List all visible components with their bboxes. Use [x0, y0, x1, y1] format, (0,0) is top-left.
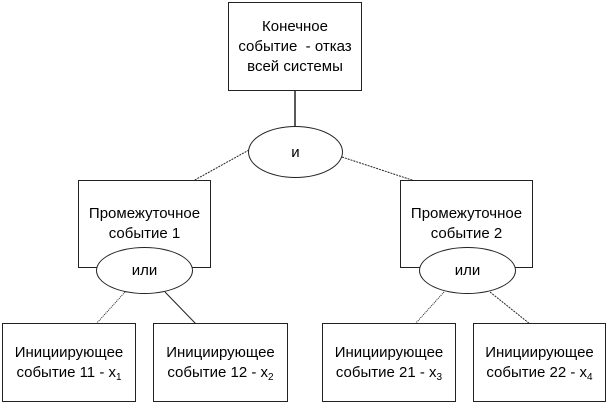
init-12-subscript: 2: [268, 371, 274, 383]
init-11-subscript: 1: [115, 371, 122, 383]
connector-and-int2: [341, 156, 416, 182]
init-21-subscript: 3: [436, 371, 443, 383]
intermediate-1-line2: событие 1: [108, 225, 181, 242]
connector-or1-init11: [95, 291, 126, 325]
connector-and-int1: [192, 149, 250, 182]
init-21-line1: Инициирующее: [334, 343, 444, 361]
intermediate-2-line2: событие 2: [430, 225, 503, 242]
initiating-event-21: Инициирующее событие 21 - x3: [322, 323, 456, 402]
top-event-line1: Конечное: [262, 17, 328, 35]
init-11-line2: событие 11 - x: [16, 363, 116, 381]
intermediate-1-line1: Промежуточное: [88, 205, 201, 222]
initiating-event-11: Инициирующее событие 11 - x1: [2, 323, 136, 402]
or-gate-2: или: [419, 247, 516, 294]
top-event-box: Конечное событие - отказ всей системы: [228, 2, 362, 91]
init-22-subscript: 4: [587, 371, 593, 383]
init-22-line2: событие 22 - x: [486, 363, 588, 381]
init-12-line2: событие 12 - x: [167, 363, 269, 381]
or-gate-2-label: или: [454, 262, 481, 279]
and-gate: и: [248, 126, 343, 178]
or-gate-1: или: [96, 247, 193, 294]
intermediate-2-line1: Промежуточное: [410, 205, 523, 222]
connector-or1-init12: [164, 291, 197, 325]
top-event-line2: событие - отказ: [238, 37, 352, 55]
or-gate-1-label: или: [131, 262, 158, 279]
connector-or2-init22: [489, 291, 531, 325]
top-event-line3: всей системы: [247, 57, 343, 75]
init-11-line1: Инициирующее: [14, 343, 124, 361]
init-12-line1: Инициирующее: [166, 343, 275, 361]
init-22-line1: Инициирующее: [485, 343, 594, 361]
connector-or2-init21: [414, 291, 445, 325]
and-gate-label: и: [291, 143, 300, 161]
initiating-event-22: Инициирующее событие 22 - x4: [473, 323, 606, 402]
initiating-event-12: Инициирующее событие 12 - x2: [153, 323, 288, 402]
init-21-line2: событие 21 - x: [335, 363, 437, 381]
